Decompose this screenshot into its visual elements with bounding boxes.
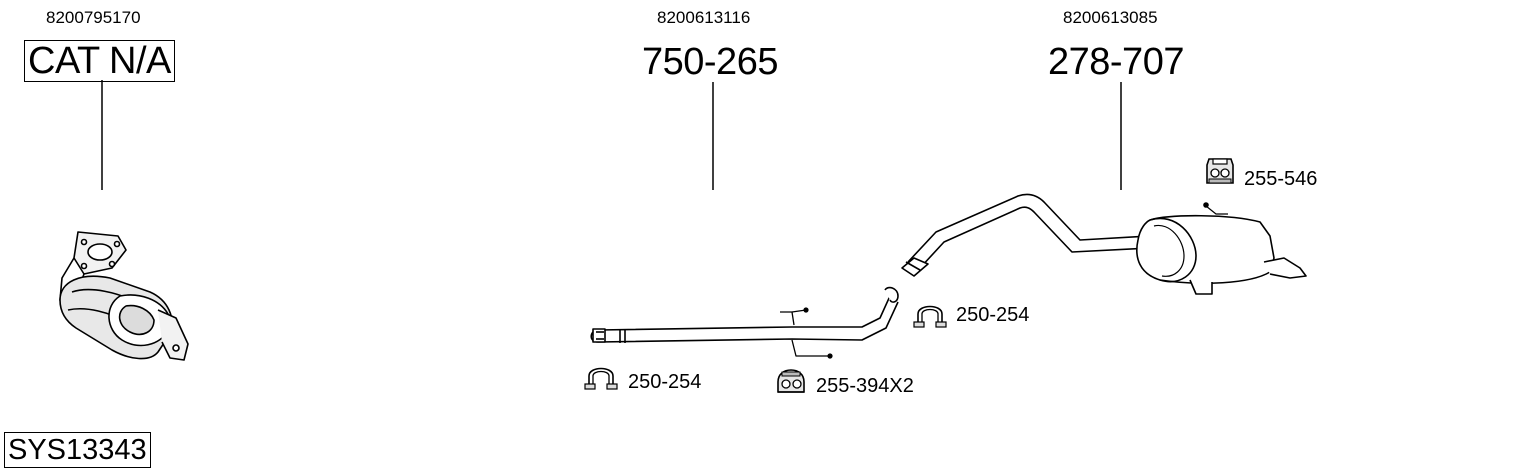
part-number-middle-pipe[interactable]: 750-265 [642, 41, 778, 83]
oem-number-rear-silencer: 8200613085 [1063, 8, 1158, 27]
rubber-mount-icon [1206, 158, 1234, 184]
accessory-part-number[interactable]: 250-254 [628, 371, 702, 393]
accessory-part-number[interactable]: 250-254 [956, 304, 1030, 326]
system-id: SYS13343 [4, 432, 151, 468]
rubber-hanger-icon [777, 369, 805, 393]
middle-pipe-drawing [590, 286, 899, 359]
oem-number-middle-pipe: 8200613116 [657, 8, 751, 27]
accessory-part-number[interactable]: 255-394X2 [816, 375, 914, 397]
clamp-icon [913, 305, 947, 328]
accessory-part-number[interactable]: 255-546 [1244, 168, 1318, 190]
rear-silencer-drawing [901, 193, 1307, 295]
catalytic-converter-drawing [59, 231, 189, 361]
oem-number-catalyst: 8200795170 [46, 8, 141, 27]
clamp-icon [584, 367, 618, 390]
part-number-rear-silencer[interactable]: 278-707 [1048, 41, 1184, 83]
part-number-catalyst[interactable]: CAT N/A [24, 40, 175, 82]
